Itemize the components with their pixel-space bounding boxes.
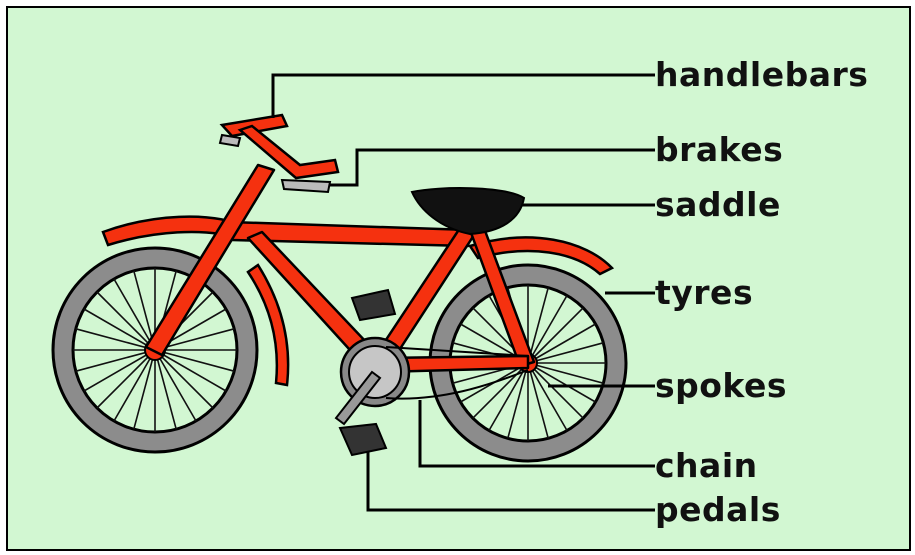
spoke <box>155 350 234 371</box>
leader-brakes <box>330 150 655 185</box>
pedal-front <box>340 424 386 455</box>
spoke <box>528 343 603 363</box>
spoke <box>528 363 603 383</box>
brake-lever-left <box>220 135 240 146</box>
label-handlebars: handlebars <box>655 57 868 93</box>
pedal-rear <box>352 290 395 320</box>
label-tyres: tyres <box>655 275 753 311</box>
label-spokes: spokes <box>655 368 787 404</box>
brake-lever-right <box>282 180 330 192</box>
spoke <box>134 350 155 429</box>
spoke <box>76 350 155 371</box>
label-pedals: pedals <box>655 492 781 528</box>
label-saddle: saddle <box>655 187 781 223</box>
label-brakes: brakes <box>655 132 783 168</box>
spoke <box>155 350 176 429</box>
label-chain: chain <box>655 448 758 484</box>
spoke <box>76 329 155 350</box>
spoke <box>528 363 548 438</box>
saddle-shape <box>412 188 524 234</box>
leader-handlebars <box>273 75 655 118</box>
